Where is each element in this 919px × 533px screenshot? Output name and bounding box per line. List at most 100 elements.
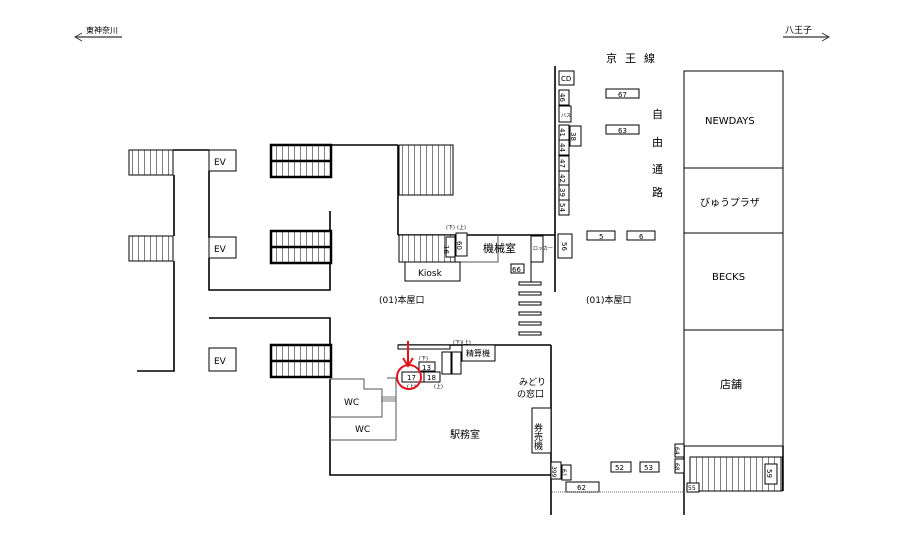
svg-text:54: 54 bbox=[558, 203, 566, 212]
bus-box: バス bbox=[558, 105, 572, 123]
svg-text:NEWDAYS: NEWDAYS bbox=[705, 116, 755, 127]
svg-text:16: 16 bbox=[442, 245, 450, 254]
svg-text:王: 王 bbox=[625, 52, 636, 65]
direction-right: 八王子 bbox=[783, 25, 831, 42]
svg-text:EV: EV bbox=[214, 357, 227, 367]
ev-2: EV bbox=[208, 236, 237, 259]
svg-text:18: 18 bbox=[427, 374, 436, 382]
svg-text:路: 路 bbox=[652, 186, 663, 199]
box-38: 38 bbox=[569, 125, 582, 147]
svg-text:Kiosk: Kiosk bbox=[418, 269, 443, 279]
wall-num-42: 42 bbox=[558, 170, 570, 187]
direction-left: 東神奈川 bbox=[73, 25, 122, 42]
svg-text:68: 68 bbox=[673, 463, 680, 471]
svg-text:CD: CD bbox=[561, 75, 571, 83]
bottom-right-stairs: 59 bbox=[683, 446, 784, 515]
box-63: 63 bbox=[605, 124, 640, 135]
svg-text:39: 39 bbox=[558, 188, 566, 197]
svg-text:56: 56 bbox=[560, 242, 568, 251]
svg-text:BECKS: BECKS bbox=[712, 272, 745, 283]
direction-right-label: 八王子 bbox=[785, 25, 812, 36]
svg-text:通: 通 bbox=[652, 163, 663, 176]
shop-store bbox=[683, 329, 784, 447]
station-office-label: 駅務室 bbox=[450, 428, 480, 441]
svg-text:63: 63 bbox=[618, 127, 627, 135]
wall-num-54: 54 bbox=[558, 199, 570, 216]
midori-label-2: の窓口 bbox=[517, 388, 544, 400]
svg-text:券売機: 券売機 bbox=[532, 422, 543, 451]
shop-view-plaza bbox=[683, 167, 784, 234]
svg-text:自: 自 bbox=[652, 108, 663, 121]
box-67: 67 bbox=[605, 88, 640, 99]
wc-2-label: WC bbox=[355, 425, 370, 435]
box-55: 55 bbox=[686, 482, 700, 493]
svg-text:精算機: 精算機 bbox=[466, 348, 490, 358]
svg-text:由: 由 bbox=[652, 135, 663, 149]
svg-text:(上): (上) bbox=[407, 383, 416, 390]
svg-text:17: 17 bbox=[407, 374, 416, 382]
box-399: 399 bbox=[550, 461, 562, 480]
box-6: 6 bbox=[626, 230, 656, 241]
box-64: 64 bbox=[673, 443, 685, 458]
wc-1-label: WC bbox=[344, 398, 359, 408]
central-stairs bbox=[269, 143, 333, 379]
box-66: 66 bbox=[510, 263, 525, 274]
svg-text:53: 53 bbox=[644, 464, 653, 472]
keio-line-label: 京 王 線 bbox=[606, 51, 655, 65]
wall-num-44: 44 bbox=[558, 139, 570, 156]
svg-text:47: 47 bbox=[558, 159, 566, 168]
left-platform bbox=[128, 144, 398, 372]
locker: ロッカー bbox=[530, 235, 553, 283]
location-marker bbox=[396, 341, 422, 390]
svg-text:バス: バス bbox=[561, 113, 571, 119]
svg-text:6: 6 bbox=[639, 233, 644, 241]
ev-3: EV bbox=[208, 347, 237, 372]
box-5: 5 bbox=[586, 230, 616, 241]
svg-text:59: 59 bbox=[765, 469, 773, 478]
svg-text:66: 66 bbox=[512, 266, 521, 274]
gates: 13 (下) 17 (上) 18 (上) (下)(上) bbox=[397, 339, 471, 390]
machine-room-label: 機械室 bbox=[483, 241, 516, 255]
svg-text:EV: EV bbox=[214, 245, 227, 255]
box-52: 52 bbox=[610, 461, 632, 473]
note-up-18: (上) bbox=[434, 383, 443, 390]
ticket-machines: 券売機 bbox=[531, 407, 552, 454]
exit-left-label: (01)本屋口 bbox=[379, 294, 424, 306]
fare-adjustment: 精算機 bbox=[461, 344, 496, 362]
svg-text:ロッカー: ロッカー bbox=[533, 246, 553, 252]
ev-1: EV bbox=[208, 149, 237, 172]
svg-text:44: 44 bbox=[558, 143, 566, 152]
svg-text:線: 線 bbox=[644, 51, 655, 65]
svg-text:42: 42 bbox=[558, 174, 566, 183]
svg-text:京: 京 bbox=[606, 51, 617, 65]
svg-text:46: 46 bbox=[558, 93, 566, 102]
svg-text:67: 67 bbox=[618, 91, 627, 99]
wall-num-46: 46 bbox=[558, 89, 570, 106]
svg-text:38: 38 bbox=[569, 132, 577, 141]
crosswalk bbox=[518, 281, 542, 336]
wall-num-39: 39 bbox=[558, 184, 570, 201]
box-68: 68 bbox=[673, 458, 685, 474]
exit-right-label: (01)本屋口 bbox=[586, 294, 631, 306]
svg-text:びゅうプラザ: びゅうプラザ bbox=[700, 197, 760, 209]
midori-label-1: みどり bbox=[519, 377, 546, 388]
svg-text:399: 399 bbox=[550, 466, 557, 478]
svg-text:55: 55 bbox=[688, 485, 696, 492]
direction-left-label: 東神奈川 bbox=[86, 25, 118, 35]
svg-text:62: 62 bbox=[577, 484, 586, 492]
svg-text:41: 41 bbox=[558, 128, 566, 137]
box-16: 16 bbox=[442, 236, 456, 258]
svg-text:店舗: 店舗 bbox=[720, 377, 742, 391]
note-down-16: (下) bbox=[446, 225, 455, 231]
svg-text:(下)(上): (下)(上) bbox=[453, 339, 471, 346]
svg-text:5: 5 bbox=[599, 233, 603, 241]
box-62: 62 bbox=[565, 481, 600, 493]
svg-text:EV: EV bbox=[214, 158, 227, 168]
note-up-60: (上) bbox=[457, 224, 466, 231]
svg-text:61: 61 bbox=[560, 469, 567, 477]
kiosk: Kiosk bbox=[404, 261, 461, 282]
svg-text:13: 13 bbox=[422, 364, 431, 372]
box-61: 61 bbox=[560, 464, 572, 481]
shop-newdays bbox=[683, 70, 784, 169]
box-56: 56 bbox=[557, 233, 573, 259]
